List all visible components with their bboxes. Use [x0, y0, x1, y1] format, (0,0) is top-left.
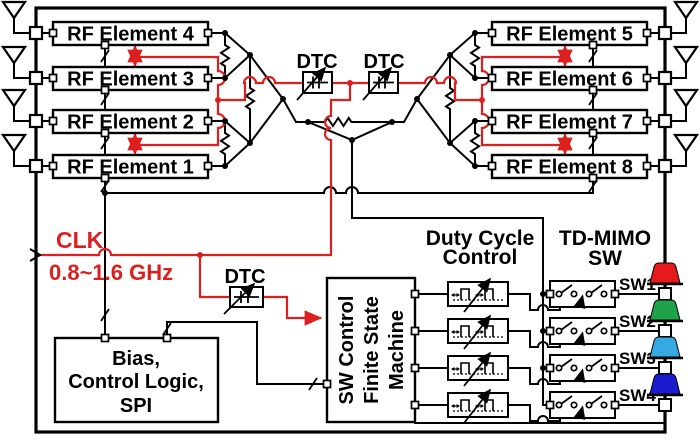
fsm-box — [325, 276, 417, 424]
rf-element-4-label: RF Element 4 — [67, 24, 195, 46]
clk-label: CLK — [56, 227, 104, 253]
td-mimo-sw: TD-MIMO SW SW1 SW2 SW3 SW4 — [547, 227, 685, 418]
clk-input-chevron-icon — [29, 248, 42, 262]
dtc-top-right-label: DTC — [363, 51, 404, 73]
fsm-label-line2: Finite State — [361, 296, 383, 404]
dtc-bottom-label: DTC — [224, 266, 265, 288]
dtc-blocks: DTC DTC DTC — [223, 51, 405, 315]
clk-range-label: 0.8~1.6 GHz — [49, 260, 173, 285]
antenna-icon — [668, 0, 699, 35]
sw3-label: SW3 — [619, 349, 656, 368]
td-mimo-label-line2: SW — [588, 247, 622, 270]
antenna-icon — [1, 133, 32, 168]
bias-label-line2: Control Logic, — [68, 371, 204, 393]
antenna-icon — [1, 45, 32, 80]
sw4-label: SW4 — [619, 386, 656, 405]
rf-element-6-label: RF Element 6 — [506, 69, 633, 91]
sw2-switch-icon — [547, 318, 619, 344]
fsm-label-line3: Machine — [386, 310, 408, 390]
duty-cycle-control: Duty Cycle Control — [426, 227, 535, 424]
sw2-label: SW2 — [619, 312, 656, 331]
td-mimo-label-line1: TD-MIMO — [559, 227, 651, 250]
junction-dots — [102, 30, 546, 371]
fsm-label-line1: SW Control — [336, 296, 358, 405]
rf-elements: RF Element 4 RF Element 3 RF Element 2 R… — [51, 20, 649, 180]
sw1-label: SW1 — [619, 275, 656, 294]
rf-element-3-label: RF Element 3 — [67, 69, 194, 91]
rf-element-7-label: RF Element 7 — [506, 112, 633, 134]
antenna-icon — [668, 45, 699, 80]
duty-cycle-label-line1: Duty Cycle — [426, 227, 535, 250]
dtc-top-left-label: DTC — [296, 51, 337, 73]
rf-element-2-label: RF Element 2 — [67, 112, 194, 134]
sw1-switch-icon — [547, 281, 619, 307]
rf-element-5-label: RF Element 5 — [506, 24, 633, 46]
antenna-icon — [668, 133, 699, 168]
sw4-switch-icon — [547, 392, 619, 418]
sw3-switch-icon — [547, 355, 619, 381]
rf-element-8-label: RF Element 8 — [506, 157, 633, 179]
duty-cycle-label-line2: Control — [443, 246, 518, 269]
rf-element-1-label: RF Element 1 — [67, 157, 194, 179]
chip-boundary — [34, 6, 667, 434]
clock-network — [29, 44, 573, 318]
bias-label-line3: SPI — [120, 395, 152, 417]
bias-box — [53, 336, 220, 424]
bias-label-line1: Bias, — [112, 348, 160, 370]
fsm-block: SW Control Finite State Machine — [325, 276, 417, 424]
antenna-icon — [1, 88, 32, 123]
antenna-icon — [1, 0, 32, 35]
antenna-icon — [668, 88, 699, 123]
bias-control-spi-block: Bias, Control Logic, SPI — [53, 336, 220, 424]
